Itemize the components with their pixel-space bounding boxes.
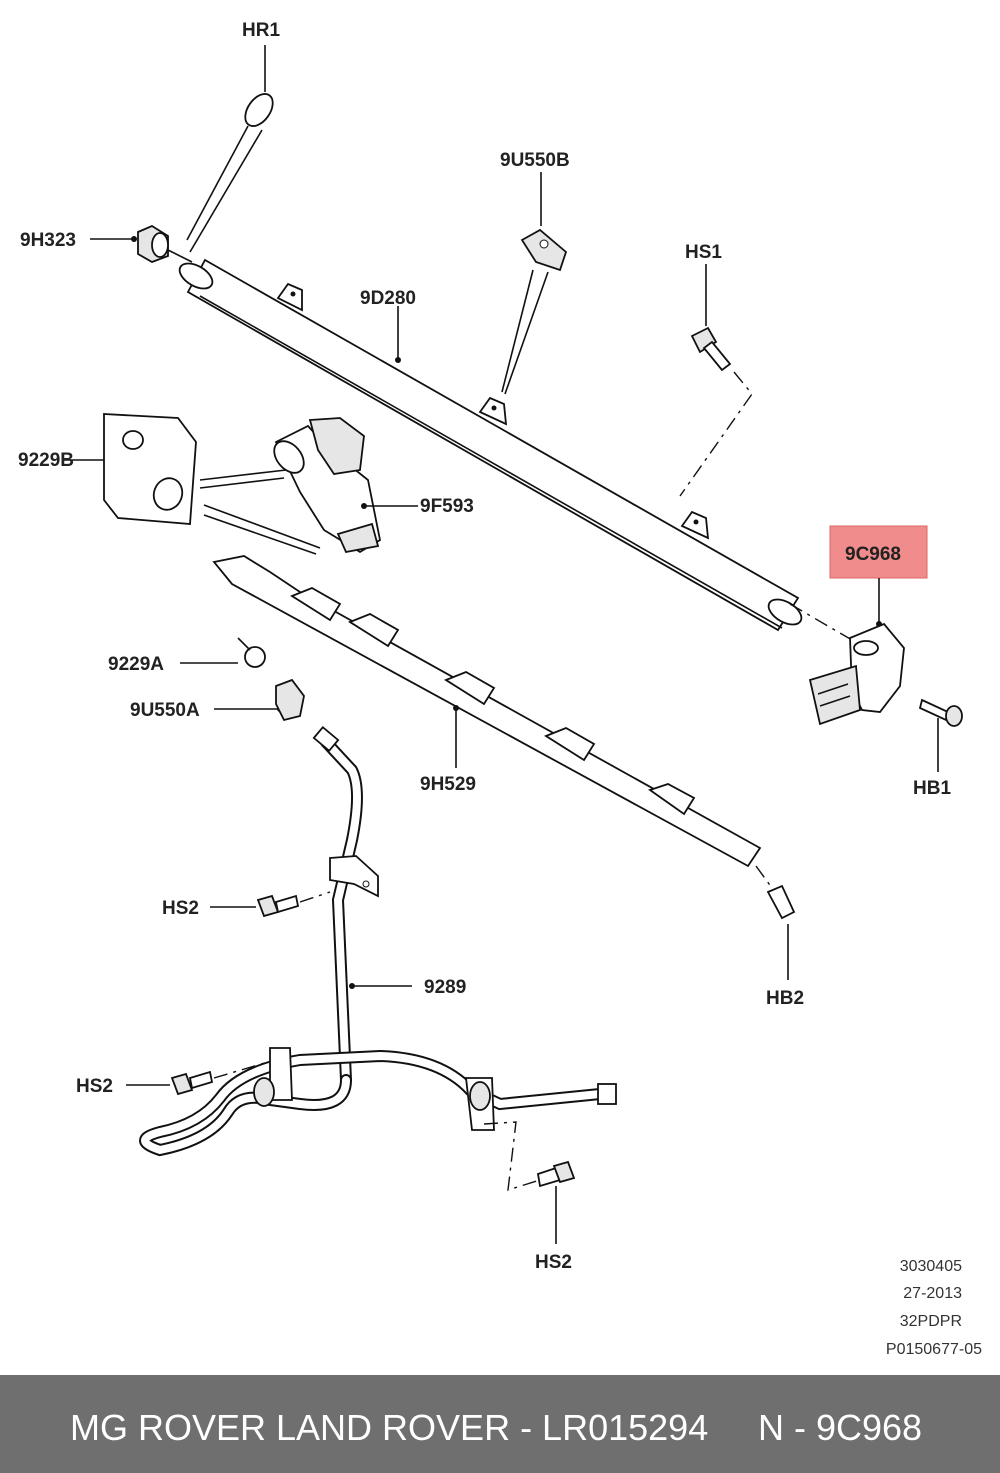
bolt-hs2-left	[126, 1061, 269, 1096]
footer-bar: MG ROVER LAND ROVER - LR015294 N - 9C968	[0, 1375, 1000, 1473]
footer-reference: N - 9C968	[758, 1407, 923, 1448]
parts-diagram: HR1 9H323 9D280 9U550B	[18, 20, 982, 1358]
injector-9f593	[273, 417, 418, 554]
cap-9h323	[90, 224, 193, 263]
label-9h529: 9H529	[420, 774, 476, 795]
label-9d280: 9D280	[360, 288, 416, 309]
label-hb2: HB2	[766, 988, 804, 1009]
label-9u550a: 9U550A	[130, 700, 200, 721]
seal-9229a	[180, 637, 266, 668]
heat-shield-9h529	[212, 555, 762, 868]
bolt-hb2	[755, 865, 796, 980]
label-hb1: HB1	[913, 778, 951, 799]
o-ring-hr1	[186, 45, 274, 253]
meta-line-2: 27-2013	[903, 1285, 962, 1302]
label-hs2-bottom: HS2	[535, 1252, 572, 1273]
label-9289: 9289	[424, 977, 466, 998]
meta-line-4: P0150677-05	[886, 1341, 982, 1358]
meta-line-1: 3030405	[900, 1258, 962, 1275]
bolt-hs2-bottom	[483, 1121, 576, 1244]
label-9229b: 9229B	[18, 450, 74, 471]
footer-brand-part: MG ROVER LAND ROVER - LR015294	[70, 1407, 709, 1448]
fuel-rail-9d280	[178, 258, 803, 632]
label-9h323: 9H323	[20, 230, 76, 251]
label-hr1: HR1	[242, 20, 280, 41]
label-9229a: 9229A	[108, 654, 164, 675]
label-hs1: HS1	[685, 242, 722, 263]
label-hs2-top: HS2	[162, 898, 199, 919]
pressure-sensor-9c968	[789, 578, 905, 726]
meta-line-3: 32PDPR	[900, 1313, 962, 1330]
fuel-pipe-9289	[139, 725, 617, 1157]
bolt-hb1	[918, 698, 963, 772]
label-9u550b: 9U550B	[500, 150, 570, 171]
label-9c968: 9C968	[845, 544, 901, 565]
bolt-hs2-top	[210, 891, 331, 918]
bolt-hs1	[679, 264, 753, 497]
label-hs2-left: HS2	[76, 1076, 113, 1097]
clip-9u550b	[501, 172, 568, 395]
seal-kit-9229b	[62, 413, 321, 555]
label-9f593: 9F593	[420, 496, 474, 517]
cap-9u550a	[214, 678, 305, 722]
